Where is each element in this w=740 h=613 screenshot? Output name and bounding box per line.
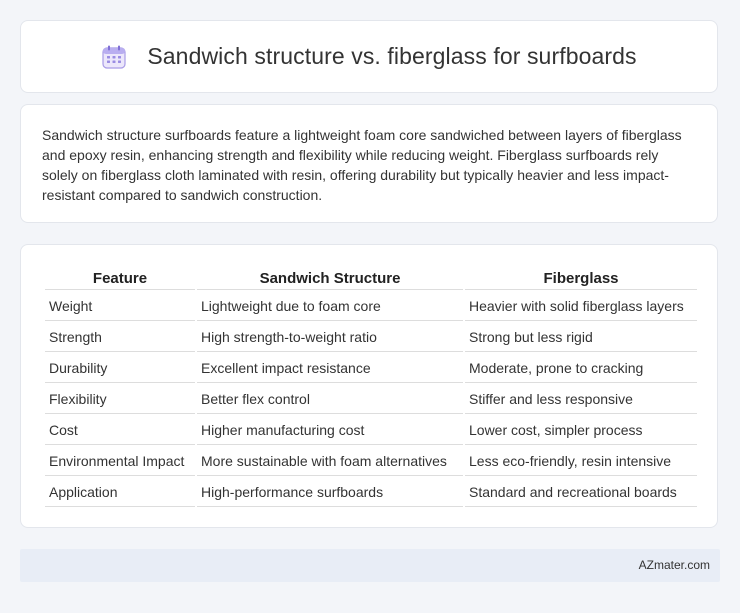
cell-feature: Durability	[45, 354, 195, 383]
cell-fiberglass: Heavier with solid fiberglass layers	[465, 292, 697, 321]
column-header-fiberglass: Fiberglass	[465, 267, 697, 290]
cell-sandwich: More sustainable with foam alternatives	[197, 447, 463, 476]
comparison-table: Feature Sandwich Structure Fiberglass We…	[43, 265, 699, 509]
cell-fiberglass: Standard and recreational boards	[465, 478, 697, 507]
description-text: Sandwich structure surfboards feature a …	[42, 127, 682, 203]
cell-feature: Weight	[45, 292, 195, 321]
description-card: Sandwich structure surfboards feature a …	[20, 104, 718, 223]
table-row: Weight Lightweight due to foam core Heav…	[45, 292, 697, 321]
cell-fiberglass: Lower cost, simpler process	[465, 416, 697, 445]
column-header-sandwich: Sandwich Structure	[197, 267, 463, 290]
cell-sandwich: High strength-to-weight ratio	[197, 323, 463, 352]
cell-feature: Environmental Impact	[45, 447, 195, 476]
table-header-row: Feature Sandwich Structure Fiberglass	[45, 267, 697, 290]
table-row: Strength High strength-to-weight ratio S…	[45, 323, 697, 352]
cell-fiberglass: Strong but less rigid	[465, 323, 697, 352]
table-row: Cost Higher manufacturing cost Lower cos…	[45, 416, 697, 445]
cell-sandwich: High-performance surfboards	[197, 478, 463, 507]
cell-feature: Cost	[45, 416, 195, 445]
cell-fiberglass: Less eco-friendly, resin intensive	[465, 447, 697, 476]
cell-feature: Strength	[45, 323, 195, 352]
comparison-card: Feature Sandwich Structure Fiberglass We…	[20, 244, 718, 528]
page-title: Sandwich structure vs. fiberglass for su…	[147, 43, 637, 69]
calendar-icon	[102, 45, 126, 69]
cell-fiberglass: Moderate, prone to cracking	[465, 354, 697, 383]
footer-brand: AZmater.com	[638, 558, 710, 572]
column-header-feature: Feature	[45, 267, 195, 290]
cell-sandwich: Excellent impact resistance	[197, 354, 463, 383]
cell-sandwich: Lightweight due to foam core	[197, 292, 463, 321]
table-row: Durability Excellent impact resistance M…	[45, 354, 697, 383]
cell-fiberglass: Stiffer and less responsive	[465, 385, 697, 414]
table-row: Flexibility Better flex control Stiffer …	[45, 385, 697, 414]
title-card: Sandwich structure vs. fiberglass for su…	[20, 20, 718, 93]
cell-sandwich: Better flex control	[197, 385, 463, 414]
footer: AZmater.com	[20, 549, 720, 582]
table-row: Environmental Impact More sustainable wi…	[45, 447, 697, 476]
table-row: Application High-performance surfboards …	[45, 478, 697, 507]
cell-sandwich: Higher manufacturing cost	[197, 416, 463, 445]
cell-feature: Flexibility	[45, 385, 195, 414]
cell-feature: Application	[45, 478, 195, 507]
